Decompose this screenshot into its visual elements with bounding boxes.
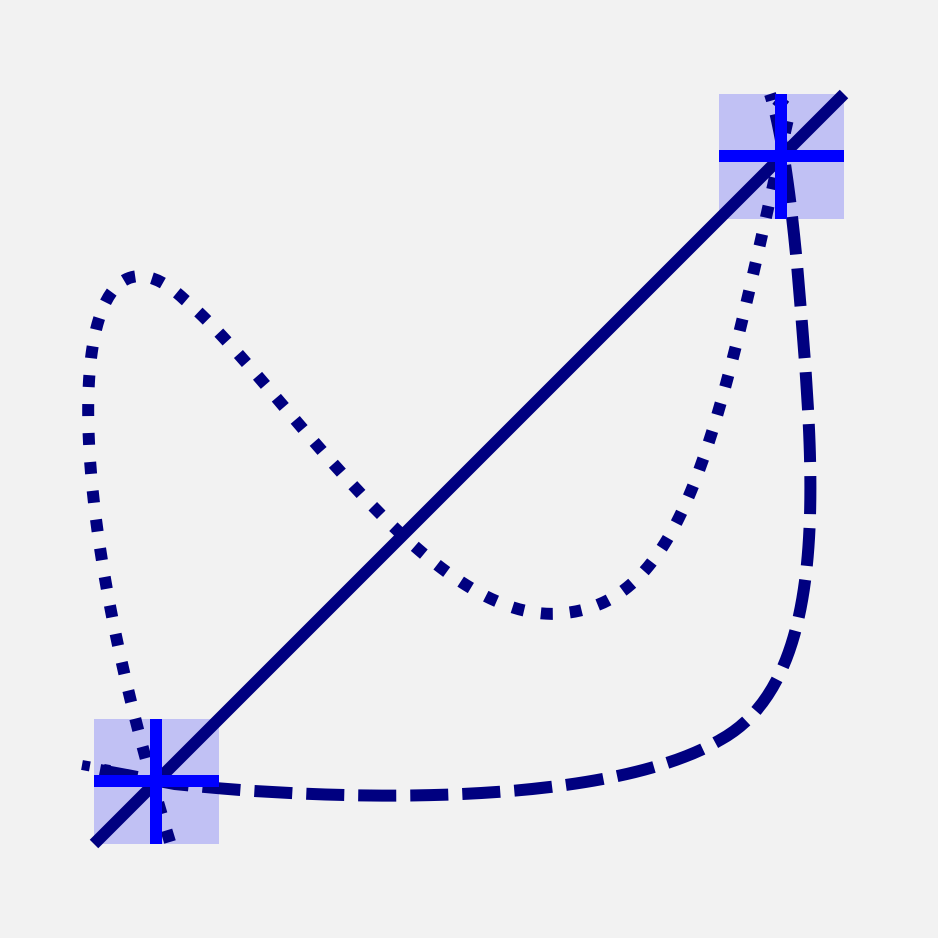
straight-line: [89, 89, 849, 849]
dashed-curve: [98, 92, 817, 802]
dotted-curve: [82, 91, 797, 844]
start-crosshair-icon: [94, 719, 219, 844]
end-crosshair-icon: [719, 94, 844, 219]
